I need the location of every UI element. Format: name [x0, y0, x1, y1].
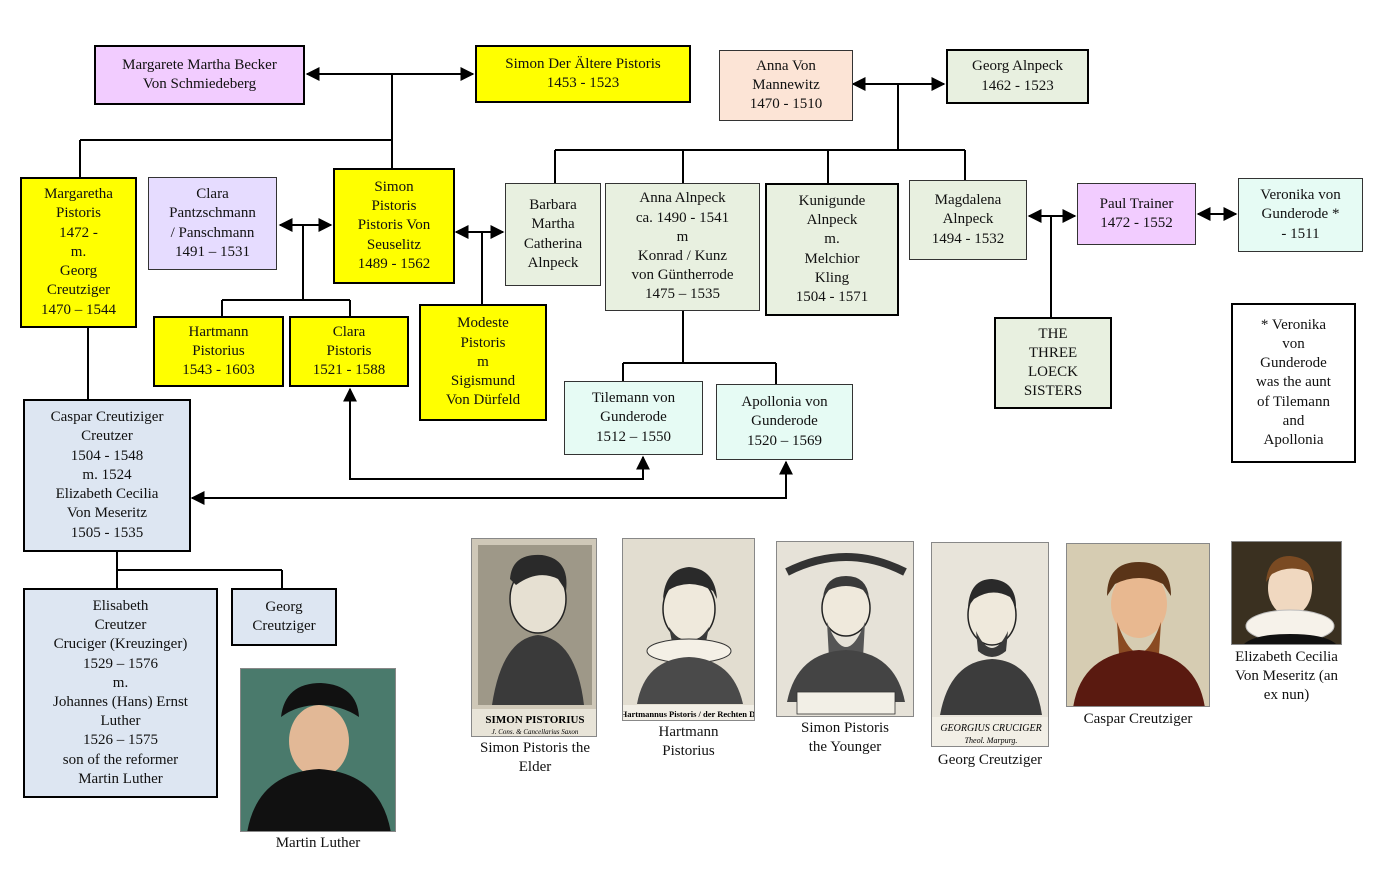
caption-simon-younger: Simon Pistoris the Younger — [801, 720, 889, 755]
person-paul-trainer: Paul Trainer 1472 - 1552 — [1077, 183, 1196, 245]
person-barbara-alnpeck: Barbara Martha Catherina Alnpeck — [505, 183, 601, 286]
portrait-simon-elder-image: SIMON PISTORIUS J. Cons. & Cancellarius … — [471, 538, 597, 737]
person-simon-elder: Simon Der Ältere Pistoris 1453 - 1523 — [475, 45, 691, 103]
caption-luther: Martin Luther — [275, 835, 361, 851]
svg-text:GEORGIUS CRUCIGER: GEORGIUS CRUCIGER — [940, 723, 1041, 734]
svg-text:J. Cons. & Cancellarius Saxon: J. Cons. & Cancellarius Saxon — [492, 728, 579, 736]
person-caspar-creutziger: Caspar Creutiziger Creutzer 1504 - 1548 … — [23, 399, 191, 552]
person-clara-pistoris: Clara Pistoris 1521 - 1588 — [289, 316, 409, 387]
person-hartmann-pistorius: Hartmann Pistorius 1543 - 1603 — [153, 316, 284, 387]
portrait-georg-image: GEORGIUS CRUCIGER Theol. Marpurg. — [931, 542, 1049, 747]
portrait-luther-image — [240, 668, 396, 832]
caption-simon-elder: Simon Pistoris the Elder — [479, 740, 591, 775]
person-modeste-pistoris: Modeste Pistoris m Sigismund Von Dürfeld — [419, 304, 547, 421]
portrait-elizabeth-image — [1231, 541, 1342, 645]
person-anna-alnpeck: Anna Alnpeck ca. 1490 - 1541 m Konrad / … — [605, 183, 760, 311]
portrait-simon-younger-image — [776, 541, 914, 717]
person-elisabeth-creutzer: Elisabeth Creutzer Cruciger (Kreuzinger)… — [23, 588, 218, 798]
person-margaretha-pistoris: Margaretha Pistoris 1472 - m. Georg Creu… — [20, 177, 137, 328]
person-apollonia-gunderode: Apollonia von Gunderode 1520 – 1569 — [716, 384, 853, 460]
caption-georg: Georg Creutziger — [937, 752, 1043, 768]
svg-text:Hartmannus Pistoris / der Rech: Hartmannus Pistoris / der Rechten D. — [623, 709, 755, 719]
three-loeck-sisters: THE THREE LOECK SISTERS — [994, 317, 1112, 409]
caption-elizabeth: Elizabeth Cecilia Von Meseritz (an ex nu… — [1234, 649, 1339, 703]
person-tilemann-gunderode: Tilemann von Gunderode 1512 – 1550 — [564, 381, 703, 455]
person-georg-alnpeck: Georg Alnpeck 1462 - 1523 — [946, 49, 1089, 104]
person-veronika-gunderode: Veronika von Gunderode * - 1511 — [1238, 178, 1363, 252]
person-clara-pantzschmann: Clara Pantzschmann / Panschmann 1491 – 1… — [148, 177, 277, 270]
person-margarete-becker: Margarete Martha Becker Von Schmiedeberg — [94, 45, 305, 105]
person-georg-creutziger: Georg Creutziger — [231, 588, 337, 646]
portrait-caspar-image — [1066, 543, 1210, 707]
svg-text:SIMON PISTORIUS: SIMON PISTORIUS — [485, 714, 584, 726]
person-simon-von-seuselitz: Simon Pistoris Pistoris Von Seuselitz 14… — [333, 168, 455, 284]
portrait-hartmann-image: Hartmannus Pistoris / der Rechten D. — [622, 538, 755, 721]
caption-hartmann: Hartmann Pistorius — [658, 724, 719, 759]
person-anna-mannewitz: Anna Von Mannewitz 1470 - 1510 — [719, 50, 853, 121]
caption-caspar: Caspar Creutziger — [1083, 711, 1193, 727]
person-magdalena-alnpeck: Magdalena Alnpeck 1494 - 1532 — [909, 180, 1027, 260]
svg-text:Theol. Marpurg.: Theol. Marpurg. — [965, 736, 1018, 745]
veronika-footnote: * Veronika von Gunderode was the aunt of… — [1231, 303, 1356, 463]
person-kunigunde-alnpeck: Kunigunde Alnpeck m. Melchior Kling 1504… — [765, 183, 899, 316]
